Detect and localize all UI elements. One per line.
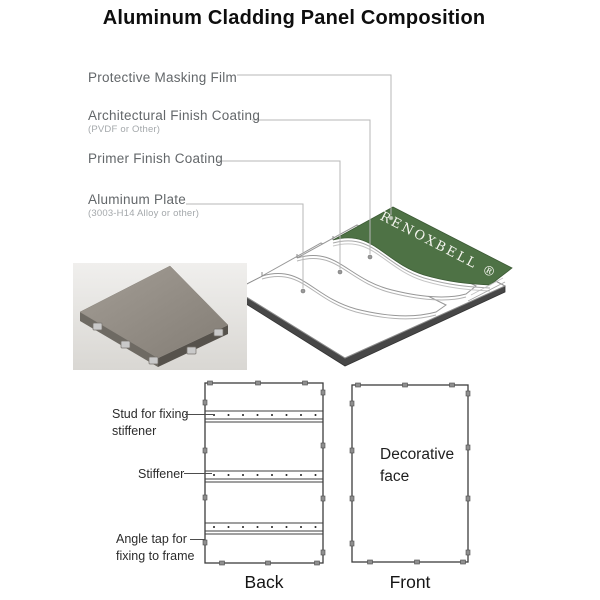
leader-lines bbox=[186, 74, 392, 288]
leader-dot-primer bbox=[337, 269, 343, 275]
label-stud-for-fixing-stiffener: Stud for fixing stiffener bbox=[112, 407, 189, 438]
caption-back: Back bbox=[244, 572, 284, 592]
leader-dot-masking bbox=[388, 215, 394, 221]
label-architectural-finish-coating: Architectural Finish Coating bbox=[88, 108, 261, 123]
caption-front: Front bbox=[389, 572, 431, 592]
label-decorative-face: Decorative face bbox=[380, 446, 455, 486]
back-panel-diagram bbox=[202, 380, 326, 566]
sublabel-pvdf: (PVDF or Other) bbox=[88, 124, 161, 135]
label-stiffener: Stiffener bbox=[138, 467, 185, 481]
leader-stiffener bbox=[184, 473, 212, 474]
label-protective-masking-film: Protective Masking Film bbox=[88, 70, 238, 85]
edge-clips bbox=[92, 322, 224, 365]
label-angle-tap: Angle tap for fixing to frame bbox=[116, 532, 195, 563]
panel-photo bbox=[73, 263, 247, 370]
sublabel-alloy: (3003-H14 Alloy or other) bbox=[88, 208, 200, 219]
primer-layer bbox=[261, 242, 447, 317]
stud-dots bbox=[213, 414, 317, 528]
leader-dot-plate bbox=[300, 288, 306, 294]
leader-angle-tap bbox=[190, 539, 205, 540]
angle-tabs bbox=[349, 382, 471, 565]
leader-stud bbox=[185, 414, 213, 415]
angle-tabs bbox=[202, 380, 326, 566]
label-primer-finish-coating: Primer Finish Coating bbox=[88, 151, 224, 166]
leader-dot-finish bbox=[367, 254, 373, 260]
front-panel-diagram bbox=[349, 382, 471, 565]
label-aluminum-plate: Aluminum Plate bbox=[88, 192, 187, 207]
masking-film-layer bbox=[332, 206, 513, 286]
page-title: Aluminum Cladding Panel Composition bbox=[102, 7, 486, 29]
